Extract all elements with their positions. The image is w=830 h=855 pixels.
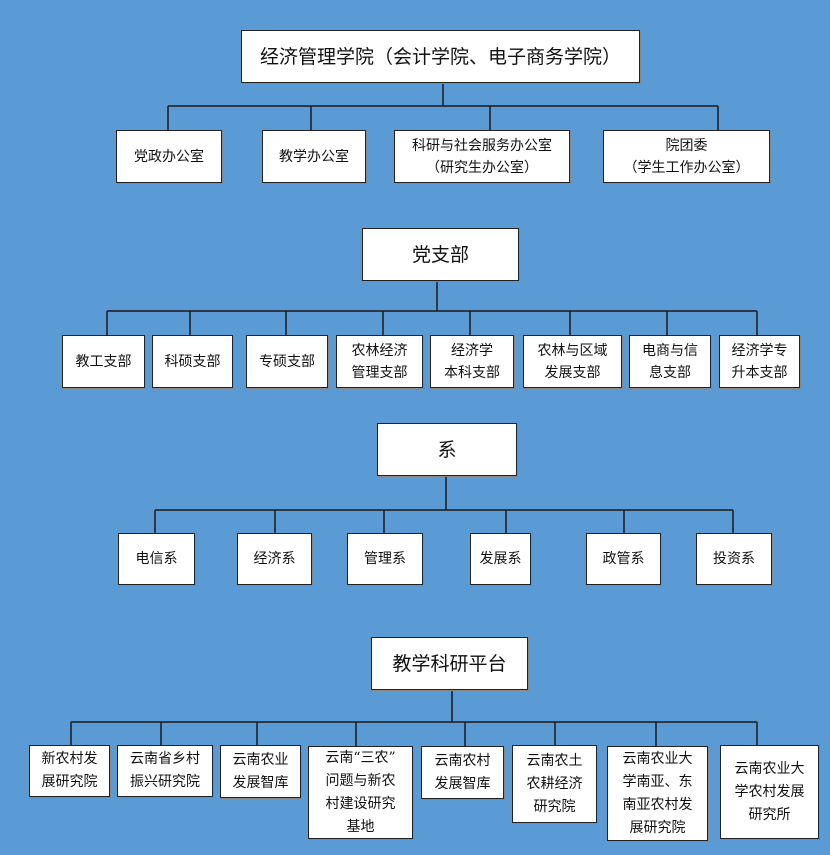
branch-box: 农林与区域 发展支部	[523, 335, 622, 388]
platform-box: 云南“三农” 问题与新农 村建设研究 基地	[308, 746, 413, 839]
office-teaching: 教学办公室	[262, 130, 366, 183]
platform-title-box: 教学科研平台	[371, 637, 528, 690]
platform-box: 云南省乡村 振兴研究院	[117, 745, 213, 797]
branch-box: 专硕支部	[246, 335, 328, 388]
platform-box: 云南农业 发展智库	[220, 745, 301, 798]
platform-box: 云南农村 发展智库	[421, 746, 504, 799]
platform-box: 云南农土 农耕经济 研究院	[512, 745, 597, 823]
department-box: 政管系	[586, 533, 661, 585]
branch-box: 经济学专 升本支部	[719, 335, 800, 388]
department-title-box: 系	[377, 423, 517, 476]
department-box: 发展系	[470, 533, 531, 585]
platform-box: 新农村发 展研究院	[29, 745, 110, 797]
branch-box: 经济学 本科支部	[430, 335, 514, 388]
department-box: 投资系	[696, 533, 772, 585]
college-title-box: 经济管理学院（会计学院、电子商务学院）	[241, 30, 640, 83]
office-youth-league: 院团委 （学生工作办公室）	[603, 130, 770, 183]
platform-box: 云南农业大 学农村发展 研究所	[720, 745, 819, 839]
branch-box: 农林经济 管理支部	[336, 335, 423, 388]
party-branch-title-box: 党支部	[362, 228, 519, 281]
platform-box: 云南农业大 学南亚、东 南亚农村发 展研究院	[607, 746, 708, 841]
department-box: 经济系	[237, 533, 312, 585]
department-box: 电信系	[118, 533, 195, 585]
branch-box: 电商与信 息支部	[629, 335, 711, 388]
branch-box: 教工支部	[62, 335, 145, 388]
branch-box: 科硕支部	[152, 335, 233, 388]
department-box: 管理系	[347, 533, 423, 585]
office-research: 科研与社会服务办公室 （研究生办公室）	[394, 130, 570, 183]
office-party-admin: 党政办公室	[116, 130, 222, 183]
